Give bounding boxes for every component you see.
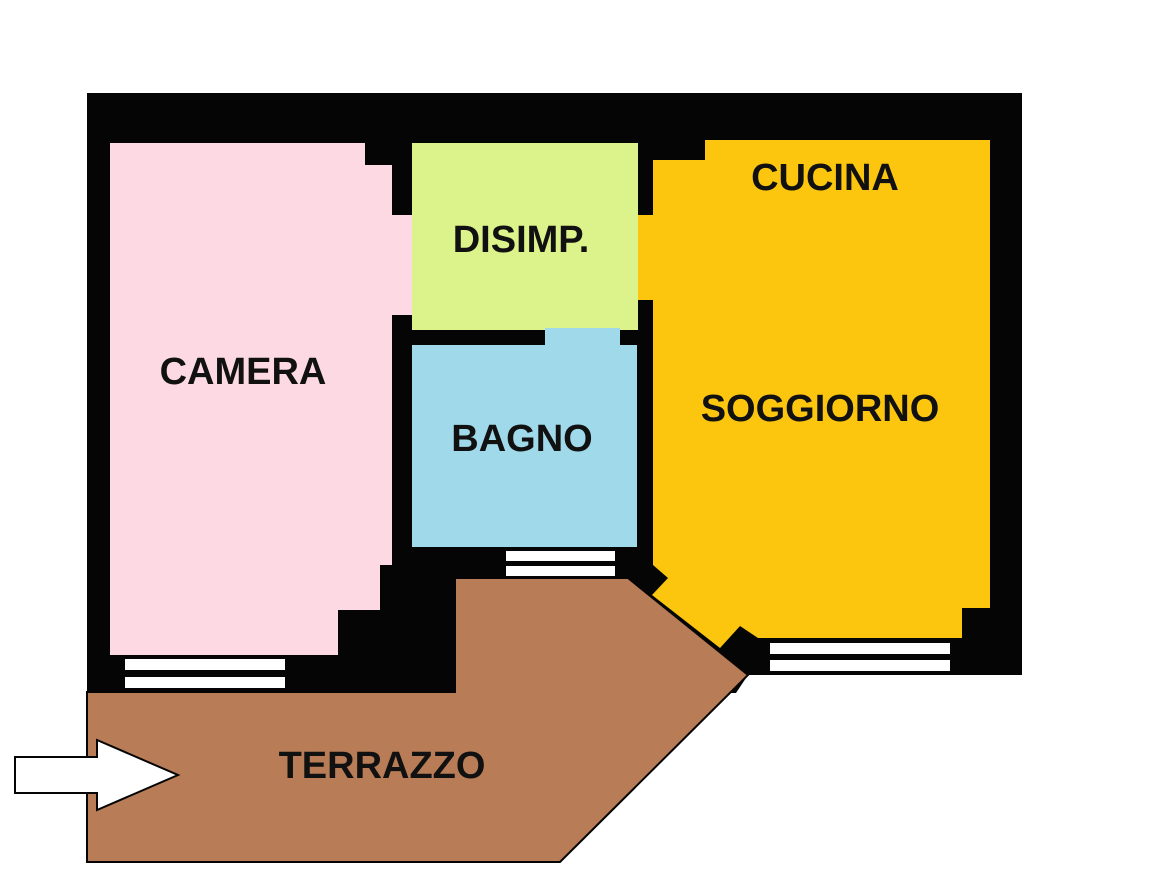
exterior-cutout [728,675,1030,705]
room-disimpegno [412,143,638,330]
room-bagno [412,328,637,547]
label-terrazzo: TERRAZZO [279,745,486,787]
label-camera: CAMERA [160,351,327,393]
room-terrazzo [86,577,750,863]
room-cucina-soggiorno [638,140,990,648]
room-camera [110,143,412,655]
label-bagno: BAGNO [451,418,592,460]
label-disimpegno: DISIMP. [453,219,590,261]
window-soggiorno [770,643,950,671]
arrow-right-icon [14,738,181,812]
window-camera [125,659,285,688]
label-cucina: CUCINA [751,157,899,199]
label-soggiorno: SOGGIORNO [701,388,940,430]
window-bagno [506,551,615,576]
